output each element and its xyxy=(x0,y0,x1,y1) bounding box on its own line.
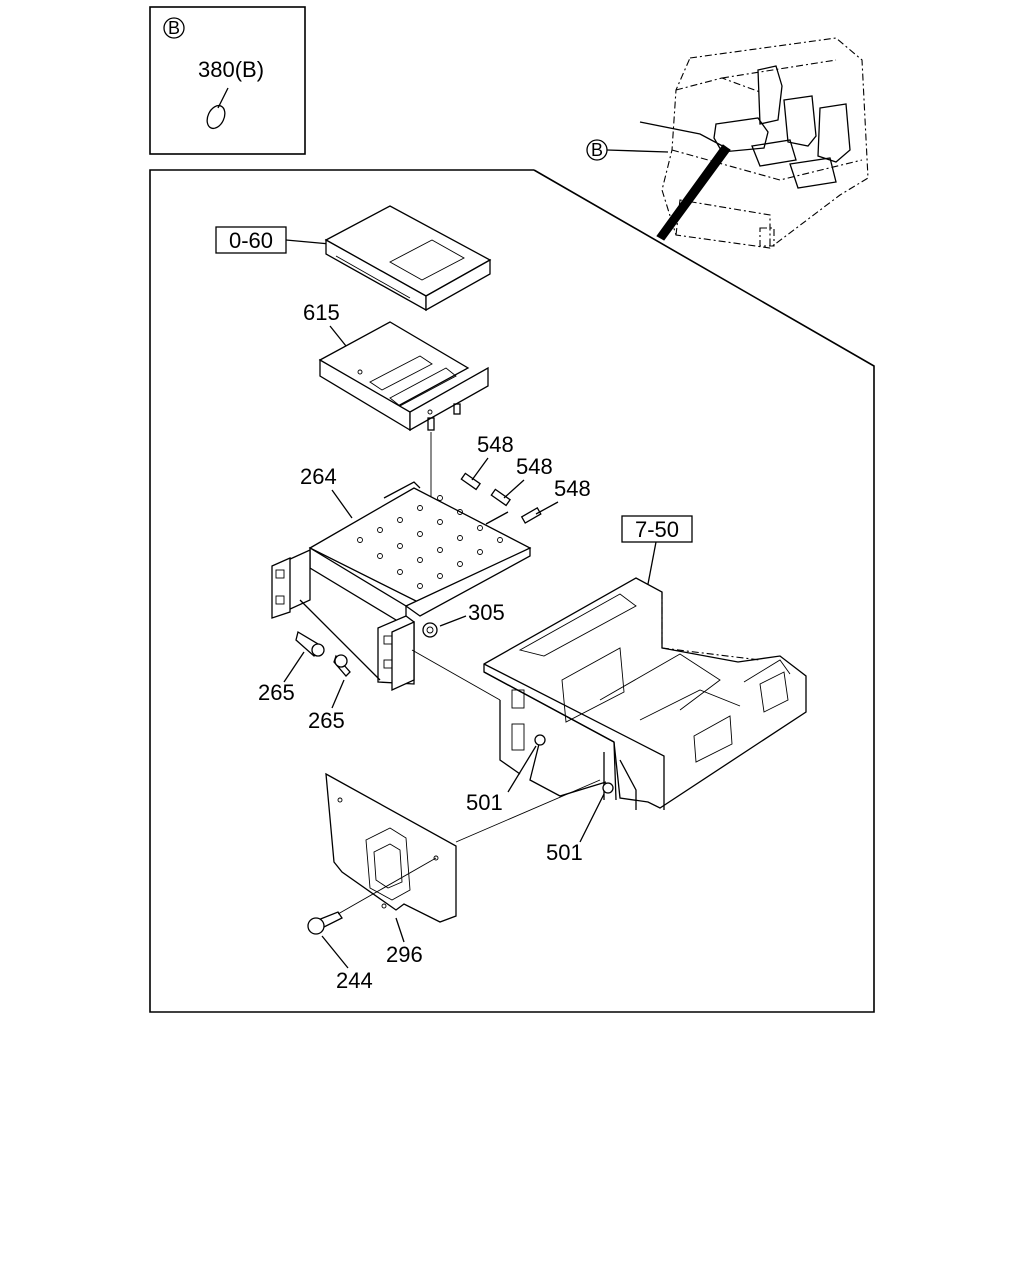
tray-holes xyxy=(357,495,503,589)
plate-296: 296 xyxy=(325,772,601,967)
main-frame xyxy=(149,169,875,1013)
bracket-615: 615 xyxy=(303,300,489,432)
ref-box-7-50 xyxy=(621,515,693,543)
floor-frame: 7-50 xyxy=(483,515,807,810)
plug-380b-shape xyxy=(206,104,226,130)
label-615: 615 xyxy=(303,300,340,325)
vehicle-callout-letter: B xyxy=(591,140,603,160)
ref-label-7-50: 7-50 xyxy=(635,517,679,542)
tray-264: 264 xyxy=(271,464,532,692)
inset-callout-letter: B xyxy=(168,18,180,38)
screws-265: 265 265 xyxy=(258,630,351,733)
label-244: 244 xyxy=(336,968,373,993)
inset-callout-circle: B xyxy=(163,17,185,39)
bolt-244: 244 xyxy=(307,857,437,993)
label-501-b: 501 xyxy=(546,840,583,865)
label-380b: 380(B) xyxy=(198,57,264,82)
label-296: 296 xyxy=(386,942,423,967)
label-264: 264 xyxy=(300,464,337,489)
controller-module: 0-60 xyxy=(215,205,492,312)
label-265-b: 265 xyxy=(308,708,345,733)
label-305: 305 xyxy=(468,600,505,625)
nuts-501: 501 501 xyxy=(466,734,614,865)
ref-label-0-60: 0-60 xyxy=(229,228,273,253)
label-501-a: 501 xyxy=(466,790,503,815)
label-265-a: 265 xyxy=(258,680,295,705)
vehicle-cab-view: B xyxy=(586,37,869,249)
nut-305: 305 xyxy=(422,600,505,638)
label-548-c: 548 xyxy=(554,476,591,501)
label-548-a: 548 xyxy=(477,432,514,457)
clips-548: 548 548 548 xyxy=(460,432,591,524)
inset-detail-b: B 380(B) xyxy=(149,6,306,155)
label-548-b: 548 xyxy=(516,454,553,479)
